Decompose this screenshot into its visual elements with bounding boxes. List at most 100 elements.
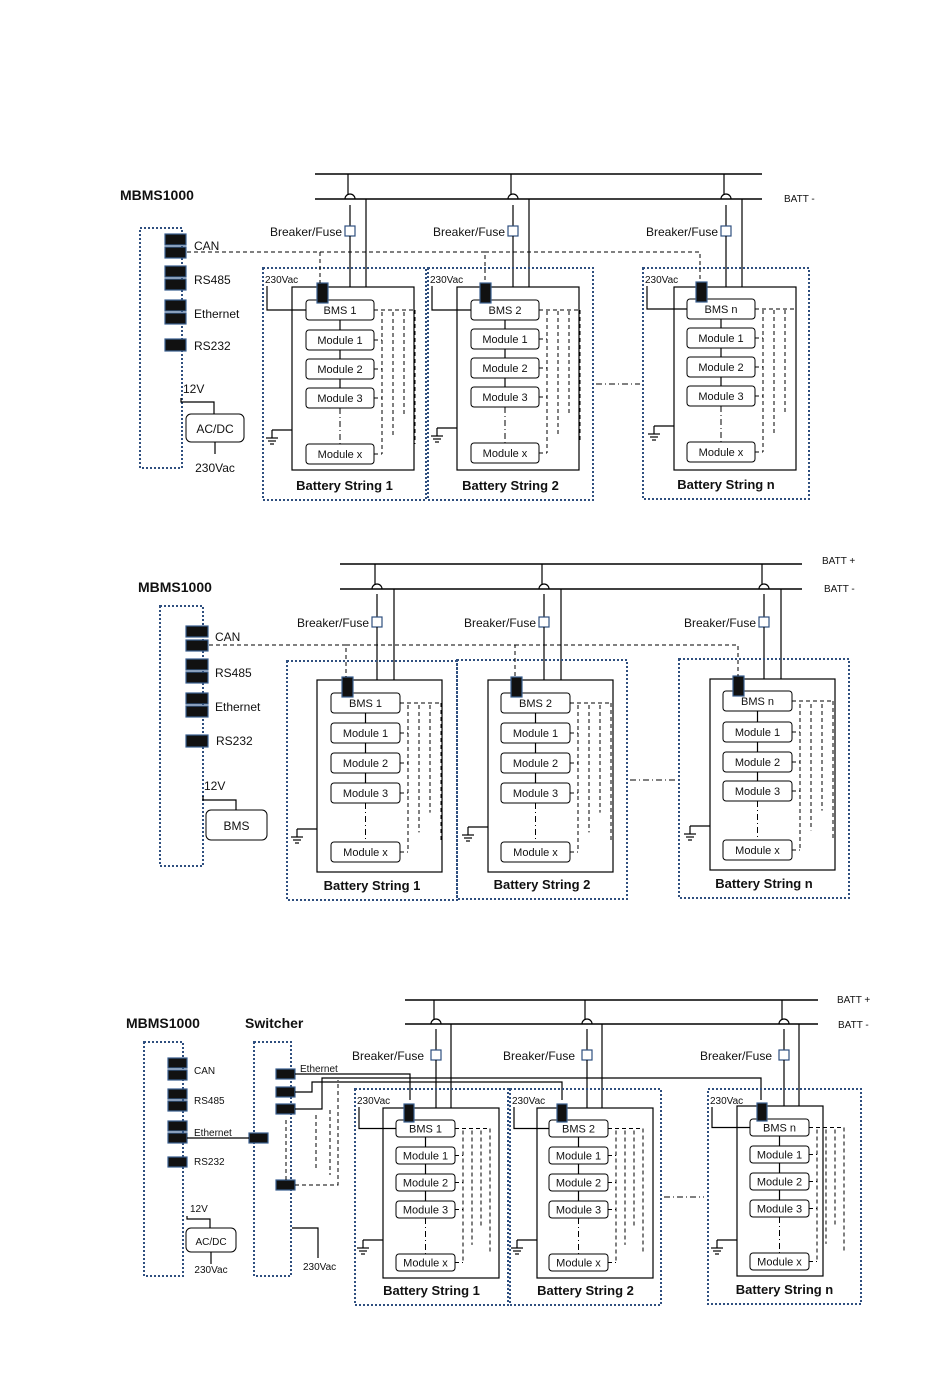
switcher-port (275, 1103, 296, 1115)
battery-string-title: Battery String 1 (324, 878, 421, 893)
module-label: Module 3 (556, 1205, 601, 1217)
bms-label: BMS 2 (488, 305, 521, 317)
switcher-port-label: Ethernet (300, 1064, 338, 1075)
aux-voltage-label: 230Vac (265, 275, 298, 286)
aux-power-line (431, 286, 471, 311)
breaker-fuse-label: Breaker/Fuse (700, 1049, 772, 1063)
ground-icon (291, 829, 303, 844)
port-label-rs232: RS232 (194, 339, 231, 353)
module-label: Module x (343, 847, 388, 859)
module-label: Module 1 (556, 1151, 601, 1163)
module-label: Module 2 (757, 1177, 802, 1189)
breaker-fuse-label: Breaker/Fuse (352, 1049, 424, 1063)
controller-title: MBMS1000 (138, 579, 212, 595)
breaker-fuse-label: Breaker/Fuse (503, 1049, 575, 1063)
module-label: Module 1 (482, 334, 527, 346)
bms-label: BMS 1 (323, 305, 356, 317)
controller-port-rs485 (164, 265, 187, 278)
ground-icon (684, 826, 696, 841)
battery-string-enclosure (642, 267, 810, 500)
wire-crossover-icon (758, 583, 770, 590)
ground-icon (431, 428, 443, 443)
can-bus-line (485, 251, 701, 282)
controller-port-ethernet (167, 1132, 188, 1144)
bms-label: BMS n (741, 696, 774, 708)
battery-string-enclosure (456, 659, 628, 900)
breaker-fuse-icon (758, 616, 770, 628)
battery-string-enclosure (354, 1088, 509, 1306)
module-label: Module 3 (735, 786, 780, 798)
power-supply-label: AC/DC (196, 422, 234, 436)
wire-crossover-icon (581, 1018, 593, 1025)
power-supply-box (205, 809, 268, 841)
bms-label: BMS n (763, 1123, 796, 1135)
controller-port-can (185, 625, 209, 638)
wire-crossover-icon (778, 1018, 790, 1025)
batt-minus-label: BATT - (824, 584, 855, 595)
port-label-rs485: RS485 (194, 273, 231, 287)
controller-title: MBMS1000 (120, 187, 194, 203)
module-label: Module 2 (403, 1178, 448, 1190)
wire-crossover-icon (430, 1018, 442, 1025)
controller-port-ethernet (185, 692, 209, 705)
module-label: Module 1 (317, 335, 362, 347)
aux-power-line (266, 286, 306, 311)
bms-connector-port (316, 282, 329, 304)
port-label-ethernet: Ethernet (194, 307, 240, 321)
port-label-ethernet: Ethernet (194, 1128, 232, 1139)
battery-string-enclosure (427, 267, 594, 501)
module-label: Module 3 (317, 393, 362, 405)
supply-line (186, 1216, 211, 1228)
bms-connector-port (479, 282, 492, 304)
controller-port-rs485 (185, 671, 209, 684)
bms-connector-port (732, 675, 745, 697)
module-label: Module 3 (343, 788, 388, 800)
controller-port-rs232 (185, 734, 209, 748)
module-label: Module 3 (698, 391, 743, 403)
module-label: Module 2 (735, 757, 780, 769)
breaker-fuse-label: Breaker/Fuse (646, 225, 718, 239)
module-label: Module x (757, 1257, 802, 1269)
battery-string-enclosure (707, 1088, 862, 1305)
ground-icon (266, 430, 278, 445)
breaker-fuse-label: Breaker/Fuse (684, 616, 756, 630)
module-label: Module 2 (698, 362, 743, 374)
port-label-can: CAN (194, 239, 219, 253)
aux-power-line (358, 1107, 396, 1130)
aux-voltage-label: 230Vac (512, 1096, 545, 1107)
bms-label: BMS 2 (519, 698, 552, 710)
module-label: Module 2 (317, 364, 362, 376)
battery-string-title: Battery String 2 (537, 1283, 634, 1298)
switcher-title: Switcher (245, 1015, 304, 1031)
batt-minus-label: BATT - (784, 194, 815, 205)
module-label: Module x (403, 1258, 448, 1270)
aux-voltage-label: 230Vac (645, 275, 678, 286)
ethernet-line (295, 1073, 411, 1100)
bms-connector-port (695, 281, 708, 303)
controller-port-rs232 (167, 1156, 188, 1168)
module-label: Module x (556, 1258, 601, 1270)
ground-icon (711, 1240, 723, 1255)
controller-port-can (185, 639, 209, 652)
port-label-rs232: RS232 (194, 1157, 225, 1168)
ground-icon (511, 1240, 523, 1255)
ground-icon (462, 827, 474, 842)
breaker-fuse-icon (778, 1049, 790, 1061)
port-label-can: CAN (194, 1066, 215, 1077)
switch-ethernet-line (295, 1080, 339, 1186)
aux-voltage-label: 230Vac (710, 1096, 743, 1107)
battery-string-enclosure (262, 267, 427, 501)
controller-port-rs485 (167, 1100, 188, 1112)
battery-string-title: Battery String n (677, 477, 775, 492)
switcher-enclosure (253, 1041, 292, 1277)
bms-connector-port (403, 1103, 415, 1123)
module-label: Module 1 (735, 727, 780, 739)
ground-icon (648, 426, 660, 441)
bms-connector-port (556, 1103, 568, 1123)
wire-crossover-icon (344, 193, 356, 200)
battery-string-title: Battery String n (736, 1282, 834, 1297)
ethernet-line (295, 1077, 762, 1110)
wire-crossover-icon (507, 193, 519, 200)
